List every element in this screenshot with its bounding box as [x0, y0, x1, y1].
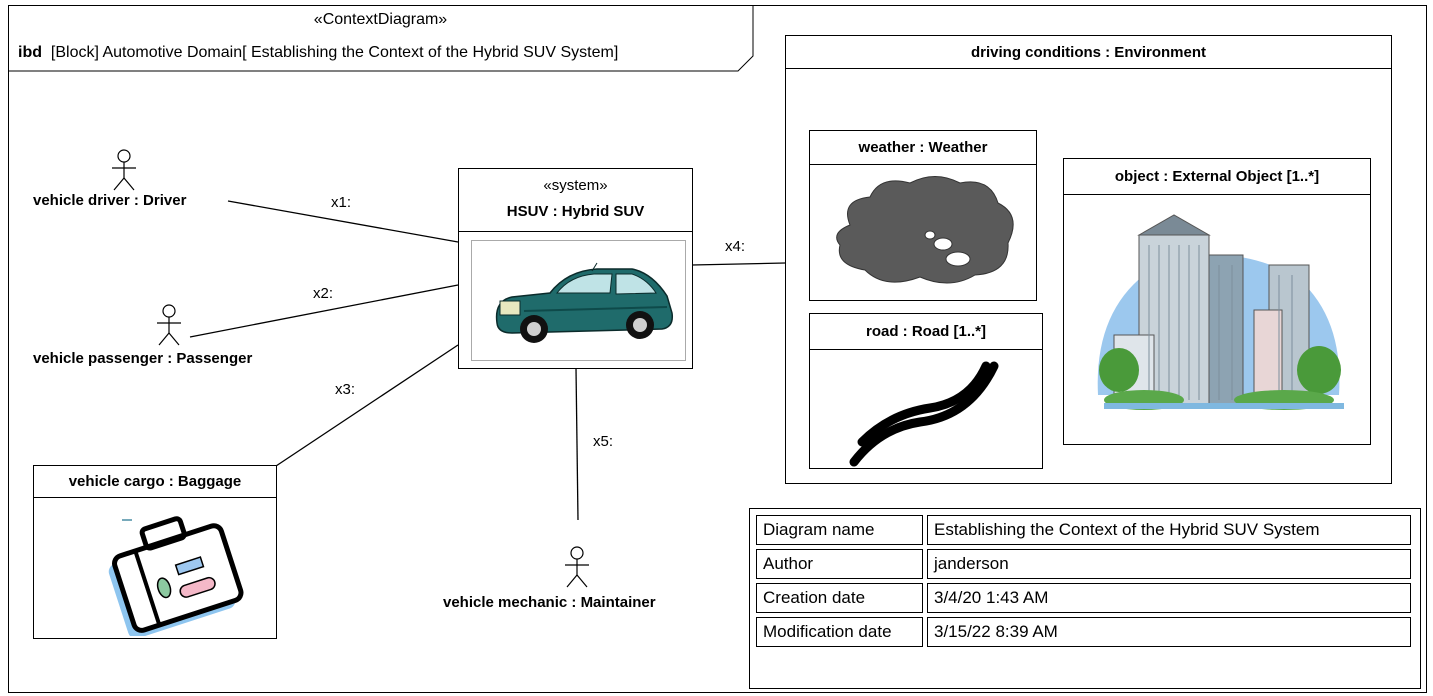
suitcase-image — [108, 516, 244, 639]
driver-actor-icon[interactable] — [108, 148, 140, 194]
driver-actor-label[interactable]: vehicle driver : Driver — [33, 192, 187, 209]
frame-header: «ContextDiagram» ibd [Block] Automotive … — [8, 5, 753, 72]
road-block-title: road : Road [1..*] — [810, 314, 1042, 350]
passenger-actor-icon[interactable] — [153, 303, 185, 349]
info-key: Modification date — [756, 617, 923, 647]
frame-kind: ibd — [18, 44, 42, 61]
passenger-actor-label[interactable]: vehicle passenger : Passenger — [33, 350, 253, 367]
diagram-info-table: Diagram name Establishing the Context of… — [749, 508, 1421, 689]
info-value: Establishing the Context of the Hybrid S… — [927, 515, 1411, 545]
connector-x2-label: x2: — [313, 285, 334, 302]
road-block[interactable]: road : Road [1..*] — [809, 313, 1043, 469]
car-image-frame — [471, 240, 686, 361]
table-row: Modification date 3/15/22 8:39 AM — [756, 617, 1411, 647]
table-row: Author janderson — [756, 549, 1411, 579]
info-key: Author — [756, 549, 923, 579]
cargo-block[interactable]: vehicle cargo : Baggage — [33, 465, 277, 639]
system-stereotype: «system» — [543, 177, 608, 194]
cargo-block-title: vehicle cargo : Baggage — [34, 466, 276, 498]
cloud-image — [836, 176, 1014, 284]
info-key: Diagram name — [756, 515, 923, 545]
diagram-frame — [8, 5, 1427, 693]
connector-x3-label: x3: — [335, 381, 356, 398]
road-image — [849, 361, 999, 467]
connector-x5-label: x5: — [593, 433, 614, 450]
environment-block-title: driving conditions : Environment — [786, 36, 1391, 69]
weather-block[interactable]: weather : Weather — [809, 130, 1037, 301]
frame-title: [Block] Automotive Domain[ Establishing … — [50, 44, 619, 61]
connector-x4-line[interactable] — [691, 262, 786, 266]
connector-x1-line[interactable] — [227, 200, 459, 243]
system-block[interactable]: «system» HSUV : Hybrid SUV — [458, 168, 693, 369]
weather-block-title: weather : Weather — [810, 131, 1036, 165]
object-block-title: object : External Object [1..*] — [1064, 159, 1370, 195]
mechanic-actor-label[interactable]: vehicle mechanic : Maintainer — [443, 594, 656, 611]
frame-stereotype: «ContextDiagram» — [313, 11, 448, 28]
info-key: Creation date — [756, 583, 923, 613]
car-image — [495, 262, 674, 343]
connector-x2-line[interactable] — [189, 284, 459, 338]
frame-title-line: ibd [Block] Automotive Domain[ Establish… — [18, 44, 618, 62]
object-block[interactable]: object : External Object [1..*] — [1063, 158, 1371, 445]
system-block-header: «system» HSUV : Hybrid SUV — [459, 169, 692, 232]
connector-x3-line[interactable] — [275, 344, 459, 467]
info-value: janderson — [927, 549, 1411, 579]
table-row: Diagram name Establishing the Context of… — [756, 515, 1411, 545]
connector-x4-label: x4: — [725, 238, 746, 255]
system-name: HSUV : Hybrid SUV — [506, 203, 645, 220]
buildings-image — [1097, 214, 1344, 410]
table-row: Creation date 3/4/20 1:43 AM — [756, 583, 1411, 613]
mechanic-actor-icon[interactable] — [561, 545, 593, 591]
info-value: 3/15/22 8:39 AM — [927, 617, 1411, 647]
connector-x5-line[interactable] — [575, 367, 579, 521]
connector-x1-label: x1: — [331, 194, 352, 211]
info-value: 3/4/20 1:43 AM — [927, 583, 1411, 613]
frame-header-border — [8, 5, 754, 72]
